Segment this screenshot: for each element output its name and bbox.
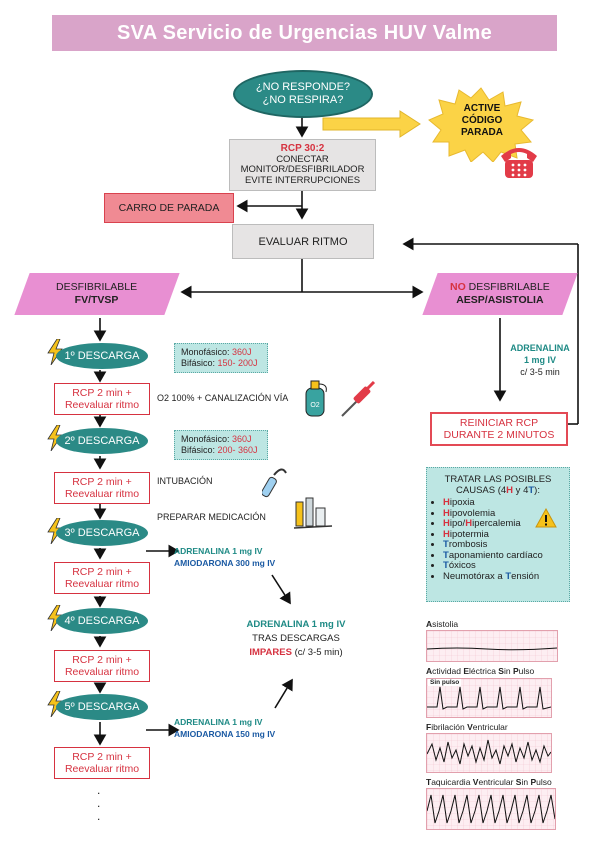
telephone-icon — [501, 148, 537, 178]
warning-icon — [535, 508, 557, 528]
list-item: Tóxicos — [443, 560, 569, 572]
adrenalina-right-text: ADRENALINA 1 mg IV c/ 3-5 min — [510, 343, 570, 377]
rcp-eval-box-1: RCP 2 min +Reevaluar ritmo — [54, 383, 150, 415]
causes-list: Hipoxia Hipovolemia Hipo/Hipercalemia Hi… — [427, 497, 569, 583]
rcp-eval-box-5: RCP 2 min +Reevaluar ritmo — [54, 747, 150, 779]
list-item: Trombosis — [443, 539, 569, 551]
ecg-strip-asistolia — [426, 630, 558, 662]
energy-box-1: Monofásico: 360J Bifásico: 150- 200J — [174, 343, 268, 373]
ecg-label-fv: Fibrilación Ventricular — [426, 722, 508, 732]
o2-canalizacion-text: O2 100% + CANALIZACIÓN VÍA — [157, 393, 289, 403]
adrenalina-impares-text: ADRENALINA 1 mg IV TRAS DESCARGAS IMPARE… — [246, 619, 346, 658]
descarga-1-oval: 1º DESCARGA — [56, 343, 148, 369]
rcp-eval-box-4: RCP 2 min +Reevaluar ritmo — [54, 650, 150, 682]
rcp-eval-box-3: RCP 2 min +Reevaluar ritmo — [54, 562, 150, 594]
ecg-label-tvsp: Taquicardia Ventricular Sin Pulso — [426, 777, 552, 787]
ecg-label-asistolia: Asistolia — [426, 619, 459, 629]
sin-pulso-tag: Sin pulso — [428, 679, 462, 686]
ecg-strip-tvsp — [426, 788, 556, 830]
carro-parada-box: CARRO DE PARADA — [104, 193, 234, 223]
rcp-30-2-box: RCP 30:2 CONECTAR MONITOR/DESFIBRILADOR … — [229, 139, 376, 191]
causes-box: TRATAR LAS POSIBLES CAUSAS (4H y 4T): Hi… — [426, 467, 570, 602]
descarga-5-oval: 5º DESCARGA — [56, 694, 148, 720]
ecg-label-aesp: Actividad Eléctrica Sin Pulso — [426, 666, 535, 676]
list-item: Neumotórax a Tensión — [443, 571, 569, 583]
drug-after-5th-text: ADRENALINA 1 mg IV AMIODARONA 150 mg IV — [174, 717, 276, 739]
descarga-4-oval: 4º DESCARGA — [56, 608, 148, 634]
continuation-dots: . . . — [97, 783, 101, 823]
drug-after-3rd-text: ADRENALINA 1 mg IV AMIODARONA 300 mg IV — [174, 546, 276, 568]
svg-text:O2: O2 — [310, 402, 319, 409]
preparar-medicacion-text: PREPARAR MEDICACIÓN — [157, 512, 266, 522]
energy-box-2: Monofásico: 360J Bifásico: 200- 360J — [174, 430, 268, 460]
ecg-strip-fv — [426, 733, 552, 773]
page-title: SVA Servicio de Urgencias HUV Valme — [52, 15, 557, 51]
medication-vials-icon — [293, 497, 333, 529]
oxygen-tank-icon: O2 — [305, 380, 327, 417]
rcp-eval-box-2: RCP 2 min +Reevaluar ritmo — [54, 472, 150, 504]
iv-catheter-icon — [341, 380, 376, 417]
descarga-2-oval: 2º DESCARGA — [56, 428, 148, 454]
start-question-oval: ¿NO RESPONDE?¿NO RESPIRA? — [233, 70, 373, 118]
descarga-3-oval: 3º DESCARGA — [56, 520, 148, 546]
list-item: Taponamiento cardíaco — [443, 550, 569, 562]
list-item: Hipoxia — [443, 497, 569, 509]
evaluar-ritmo-box: EVALUAR RITMO — [232, 224, 374, 259]
list-item: Hipo/Hipercalemia — [443, 518, 569, 530]
list-item: Hipovolemia — [443, 508, 569, 520]
intubacion-text: INTUBACIÓN — [157, 476, 213, 486]
active-code-starburst — [428, 87, 535, 162]
list-item: Hipotermia — [443, 529, 569, 541]
laryngoscope-icon — [262, 468, 287, 498]
